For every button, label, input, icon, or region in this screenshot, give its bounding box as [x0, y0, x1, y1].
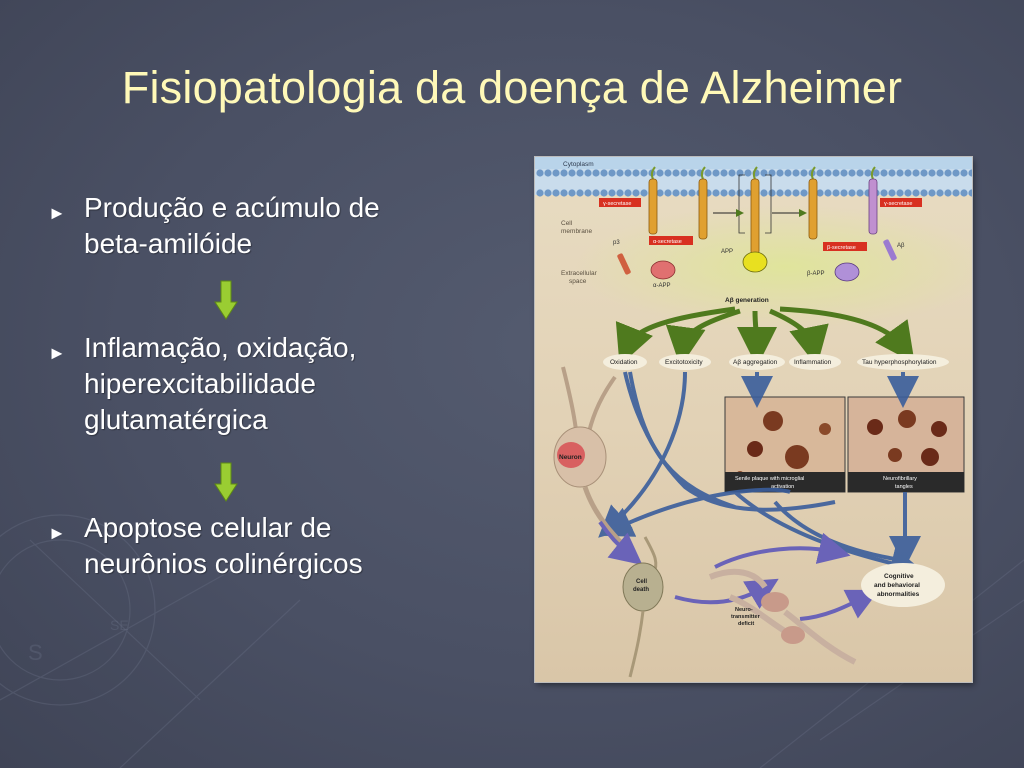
- app-proteins: [648, 166, 897, 273]
- cell-death-illustration: Cell death: [622, 536, 664, 678]
- pathway-diagram: Cytoplasm Cell membrane Extracellular sp…: [535, 157, 972, 682]
- excitotoxicity-label: Excitotoxicity: [665, 359, 703, 366]
- bullet-2-line-1: Inflamação, oxidação,: [84, 332, 357, 363]
- bullet-3-line-2: neurônios colinérgicos: [84, 548, 363, 579]
- bullet-1-line-1: Produção e acúmulo de: [84, 192, 380, 223]
- senile-plaque-caption: Senile plaque with microglial: [735, 476, 804, 482]
- cytoplasm-label: Cytoplasm: [563, 161, 594, 168]
- bullet-1-line-2: beta-amilóide: [84, 228, 253, 259]
- abeta-label: Aβ: [897, 243, 905, 249]
- bullet-marker-icon: ►: [48, 523, 66, 543]
- inflammation-label: Inflammation: [794, 359, 832, 366]
- secretase-tags: γ-secretase α-secretase β-secretase γ-se…: [599, 198, 922, 251]
- cell-membrane-label-2: membrane: [561, 228, 592, 235]
- purple-arrows: [598, 520, 880, 621]
- neuron-label: Neuron: [559, 454, 582, 461]
- cognitive-label-2: and behavioral: [874, 582, 920, 589]
- senile-plaque-image: Senile plaque with microglial activation: [724, 396, 846, 493]
- cleaved-products: [617, 253, 860, 282]
- down-arrow-icon: [214, 280, 238, 320]
- gamma-secretase-right-label: γ-secretase: [884, 201, 912, 207]
- alzheimer-pathway-figure: Cytoplasm Cell membrane Extracellular sp…: [535, 157, 972, 682]
- neurotransmitter-label-3: deficit: [738, 621, 754, 627]
- tangles-caption-2: tangles: [895, 484, 913, 490]
- app-label: APP: [721, 249, 733, 255]
- beta-app-label: β-APP: [807, 271, 824, 277]
- cell-membrane-label: Cell: [561, 220, 573, 227]
- bullet-2-line-3: glutamatérgica: [84, 404, 268, 435]
- abeta-aggregation-label: Aβ aggregation: [733, 359, 778, 366]
- neurotransmitter-label-2: transmitter: [731, 614, 761, 620]
- bullet-marker-icon: ►: [48, 203, 66, 223]
- oxidation-label: Oxidation: [610, 359, 638, 366]
- extracellular-label: Extracellular: [561, 270, 598, 277]
- neurotransmitter-label: Neuro-: [735, 607, 753, 613]
- p3-label: p3: [613, 240, 620, 246]
- senile-plaque-caption-2: activation: [771, 484, 794, 490]
- tangles-caption: Neurofibrillary: [883, 476, 917, 482]
- bullet-2-line-2: hiperexcitabilidade: [84, 368, 316, 399]
- bullet-3-line-1: Apoptose celular de: [84, 512, 332, 543]
- cognitive-label-3: abnormalities: [877, 591, 920, 598]
- extracellular-label-2: space: [569, 278, 587, 285]
- down-arrow-icon: [214, 462, 238, 502]
- cognitive-outcome: Cognitive and behavioral abnormalities: [861, 563, 945, 607]
- neurofibrillary-tangles-image: Neurofibrillary tangles: [847, 396, 965, 493]
- alpha-app-label: α-APP: [653, 283, 670, 289]
- cognitive-label: Cognitive: [884, 573, 914, 580]
- beta-secretase-label: β-secretase: [827, 245, 856, 251]
- stage-labels: Oxidation Excitotoxicity Aβ aggregation …: [603, 354, 949, 370]
- svg-text:S: S: [28, 640, 43, 665]
- svg-text:SE: SE: [110, 617, 129, 633]
- slide-title: Fisiopatologia da doença de Alzheimer: [121, 62, 903, 113]
- alpha-secretase-label: α-secretase: [653, 239, 682, 245]
- bullet-marker-icon: ►: [48, 343, 66, 363]
- abeta-generation-label: Aβ generation: [725, 297, 769, 304]
- green-arrows: [615, 306, 915, 367]
- gamma-secretase-left-label: γ-secretase: [603, 201, 631, 207]
- synapse-illustration: Neuro- transmitter deficit: [708, 568, 857, 665]
- cell-death-label: Cell: [636, 579, 647, 585]
- neuron-illustration: Neuron: [553, 366, 637, 559]
- cell-death-label-2: death: [633, 587, 649, 593]
- tau-label: Tau hyperphosphorylation: [862, 359, 937, 366]
